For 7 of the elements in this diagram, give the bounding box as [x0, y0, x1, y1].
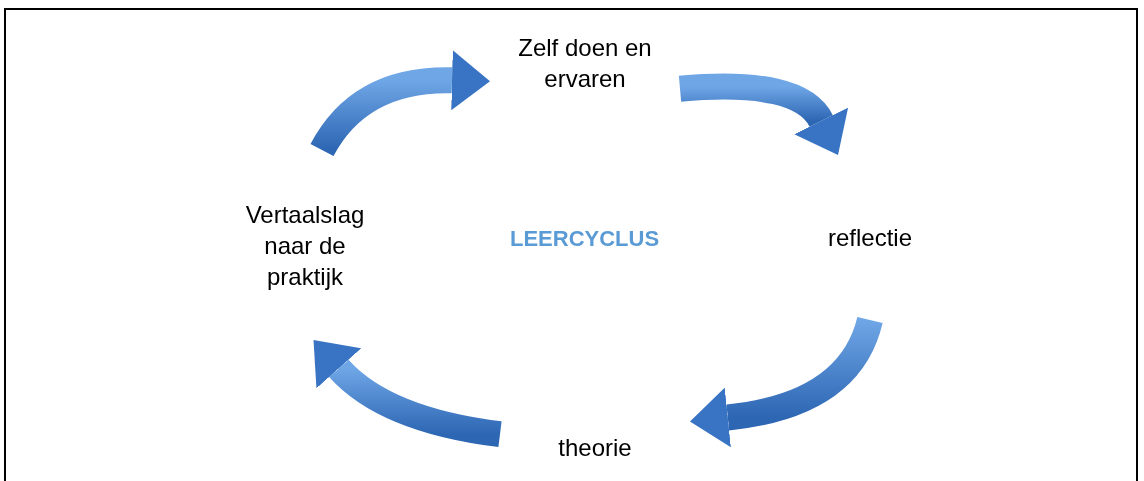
step-label: Zelf doen en ervaren	[517, 32, 653, 94]
curved-arrow	[679, 73, 847, 154]
curved-arrow	[312, 341, 502, 448]
step-label: reflectie	[827, 223, 912, 253]
step-label: Vertaalslag naar de praktijk	[244, 199, 366, 292]
cycle-title: LEERCYCLUS	[510, 226, 660, 252]
step-label: theorie	[558, 432, 632, 463]
